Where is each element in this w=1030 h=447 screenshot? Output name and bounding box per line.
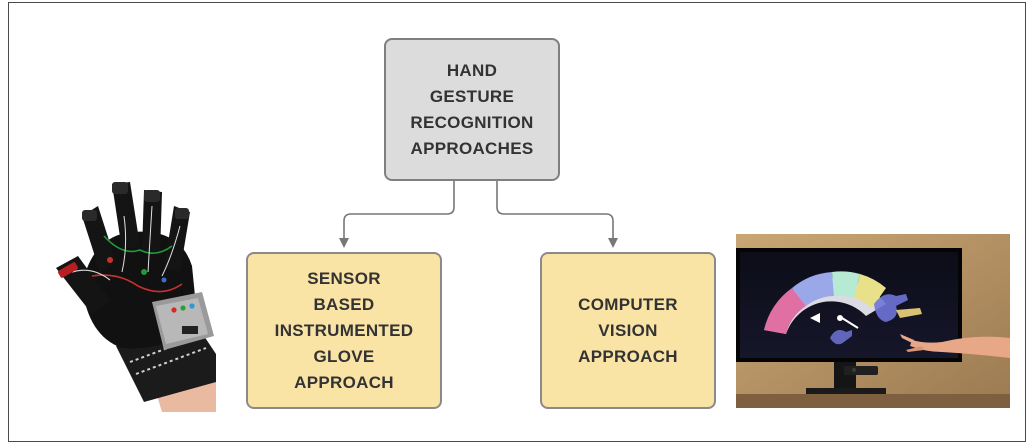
vision-display-photo (736, 234, 1010, 408)
root-line: GESTURE (429, 86, 515, 106)
vision-display-illustration (736, 234, 1010, 408)
sensor-glove-node: SENSOR BASED INSTRUMENTED GLOVE APPROACH (246, 252, 442, 409)
sensor-line: APPROACH (294, 372, 394, 392)
computer-vision-node-text: COMPUTER VISION APPROACH (578, 292, 678, 370)
vision-line: APPROACH (578, 346, 678, 366)
vision-line: VISION (598, 320, 658, 340)
sensor-line: BASED (313, 294, 375, 314)
instrumented-glove-photo (56, 182, 216, 412)
root-node: HAND GESTURE RECOGNITION APPROACHES (384, 38, 560, 181)
root-line: APPROACHES (410, 138, 534, 158)
sensor-line: SENSOR (307, 268, 381, 288)
root-line: HAND (446, 60, 498, 80)
root-node-text: HAND GESTURE RECOGNITION APPROACHES (410, 58, 533, 162)
root-line: RECOGNITION (410, 112, 534, 132)
vision-line: COMPUTER (578, 294, 678, 314)
sensor-glove-node-text: SENSOR BASED INSTRUMENTED GLOVE APPROACH (275, 266, 414, 396)
sensor-line: INSTRUMENTED (274, 320, 414, 340)
computer-vision-node: COMPUTER VISION APPROACH (540, 252, 716, 409)
sensor-line: GLOVE (313, 346, 375, 366)
